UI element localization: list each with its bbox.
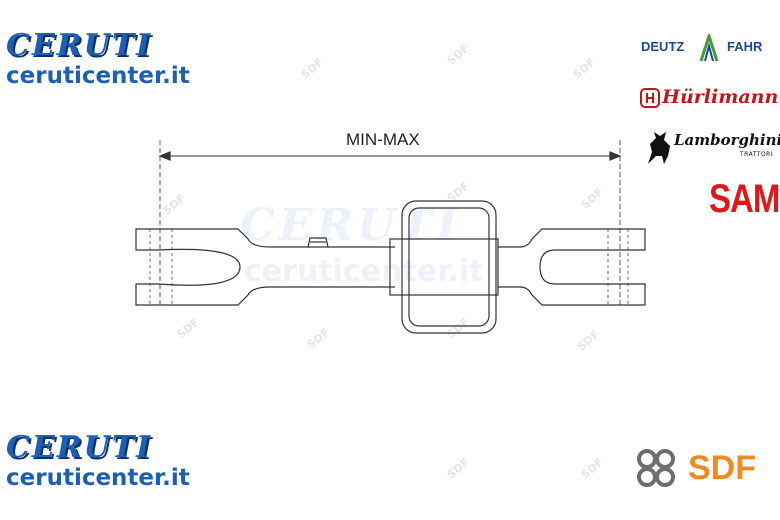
deutz-fahr-logo: DEUTZ FAHR: [641, 34, 774, 62]
ceruti-logo: CERUTI: [6, 430, 153, 465]
sdf-logo: SDF: [633, 445, 756, 495]
same-logo: SAME: [709, 176, 780, 221]
lamborghini-bull-icon: [648, 132, 670, 164]
fahr-text: FAHR: [727, 39, 763, 54]
ceruti-url: ceruticenter.it: [6, 63, 190, 89]
center-watermark-url: ceruticenter.it: [244, 254, 484, 289]
hurlimann-emblem-icon: [640, 88, 660, 108]
lamborghini-subtitle: TRATTORI: [740, 151, 774, 158]
ceruti-brand-bottom: CERUTI ceruticenter.it: [6, 432, 190, 492]
ceruti-logo: CERUTI: [6, 28, 153, 63]
deutz-text: DEUTZ: [641, 39, 685, 54]
sdf-text: SDF: [688, 449, 756, 487]
ceruti-brand-top: CERUTI ceruticenter.it: [6, 30, 190, 90]
lamborghini-logo: Lamborghini: [674, 131, 780, 149]
dimension-label: MIN-MAX: [346, 130, 420, 149]
sdf-emblem-icon: [637, 449, 675, 487]
deutz-fahr-emblem-icon: [699, 34, 719, 62]
ceruti-url: ceruticenter.it: [6, 465, 190, 491]
hurlimann-logo: Hürlimann: [662, 86, 779, 108]
